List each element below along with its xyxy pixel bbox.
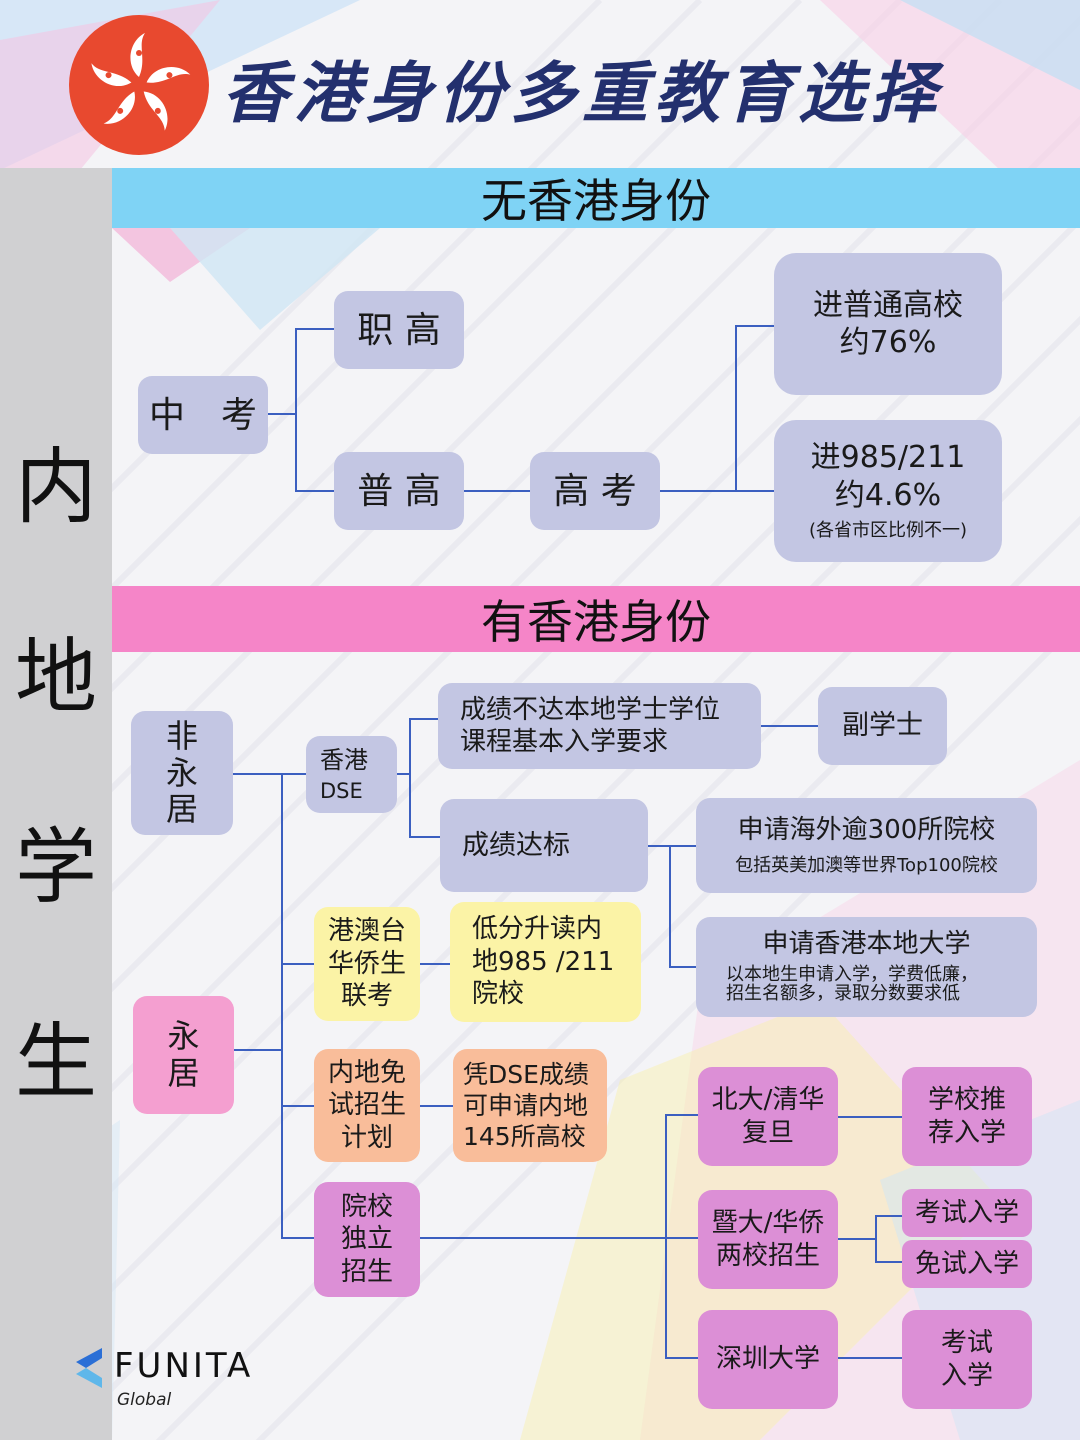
side-label-char: 学 [14,820,97,915]
node-recommend: 学校推 荐入学 [902,1067,1032,1166]
page-title: 香港身份多重教育选择 [222,55,942,132]
node-zhongkao: 中 考 [138,376,268,454]
node-dse-145: 凭DSE成绩 可申请内地 145所高校 [453,1049,607,1162]
node-szu-exam: 考试 入学 [902,1310,1032,1409]
node-hk-dse: 香港 DSE [306,736,397,813]
section-title-no-hk: 无香港身份 [481,174,711,228]
funita-logo-icon [76,1348,102,1388]
node-normal-university: 进普通高校 约76% [774,253,1002,395]
node-associate-degree: 副学士 [818,687,947,765]
logo-sub: Global [117,1390,172,1410]
logo-name: FUNITA [114,1346,254,1386]
side-label-char: 地 [14,630,97,725]
node-non-pr: 非 永 居 [131,711,233,835]
node-overseas: 申请海外逾300所院校 包括英美加澳等世界Top100院校 [696,798,1037,893]
node-exempt-plan: 内地免 试招生 计划 [314,1049,420,1162]
node-below-requirement: 成绩不达本地学士学位 课程基本入学要求 [438,683,761,769]
section-title-hk: 有香港身份 [481,595,711,649]
node-pr: 永 居 [133,996,234,1114]
node-hk-local: 申请香港本地大学 以本地生申请入学，学费低廉， 招生名额多，录取分数要求低 [696,917,1037,1017]
side-label-char: 生 [14,1015,97,1110]
hong-kong-flag-icon [69,15,209,155]
side-label-char: 内 [14,440,97,535]
node-low-score: 低分升读内 地985 /211 院校 [450,902,641,1022]
node-zhigao: 职 高 [334,291,464,369]
node-shenzhen-university: 深圳大学 [698,1310,838,1409]
node-jinan-huaqiao: 暨大/华侨 两校招生 [698,1190,838,1289]
node-pugao: 普 高 [334,452,464,530]
node-exam-entry: 考试入学 [902,1189,1032,1237]
section-band-hk: 有香港身份 [112,586,1080,652]
node-gaokao: 高 考 [530,452,660,530]
node-pku-tsinghua-fudan: 北大/清华 复旦 [698,1067,838,1166]
node-joint-exam: 港澳台 华侨生 联考 [314,907,420,1021]
side-panel [0,168,112,1440]
node-pass: 成绩达标 [440,799,648,892]
section-band-no-hk: 无香港身份 [112,168,1080,228]
node-exempt-entry: 免试入学 [902,1240,1032,1288]
node-top-university: 进985/211 约4.6% (各省市区比例不一) [774,420,1002,562]
node-independent: 院校 独立 招生 [314,1182,420,1297]
